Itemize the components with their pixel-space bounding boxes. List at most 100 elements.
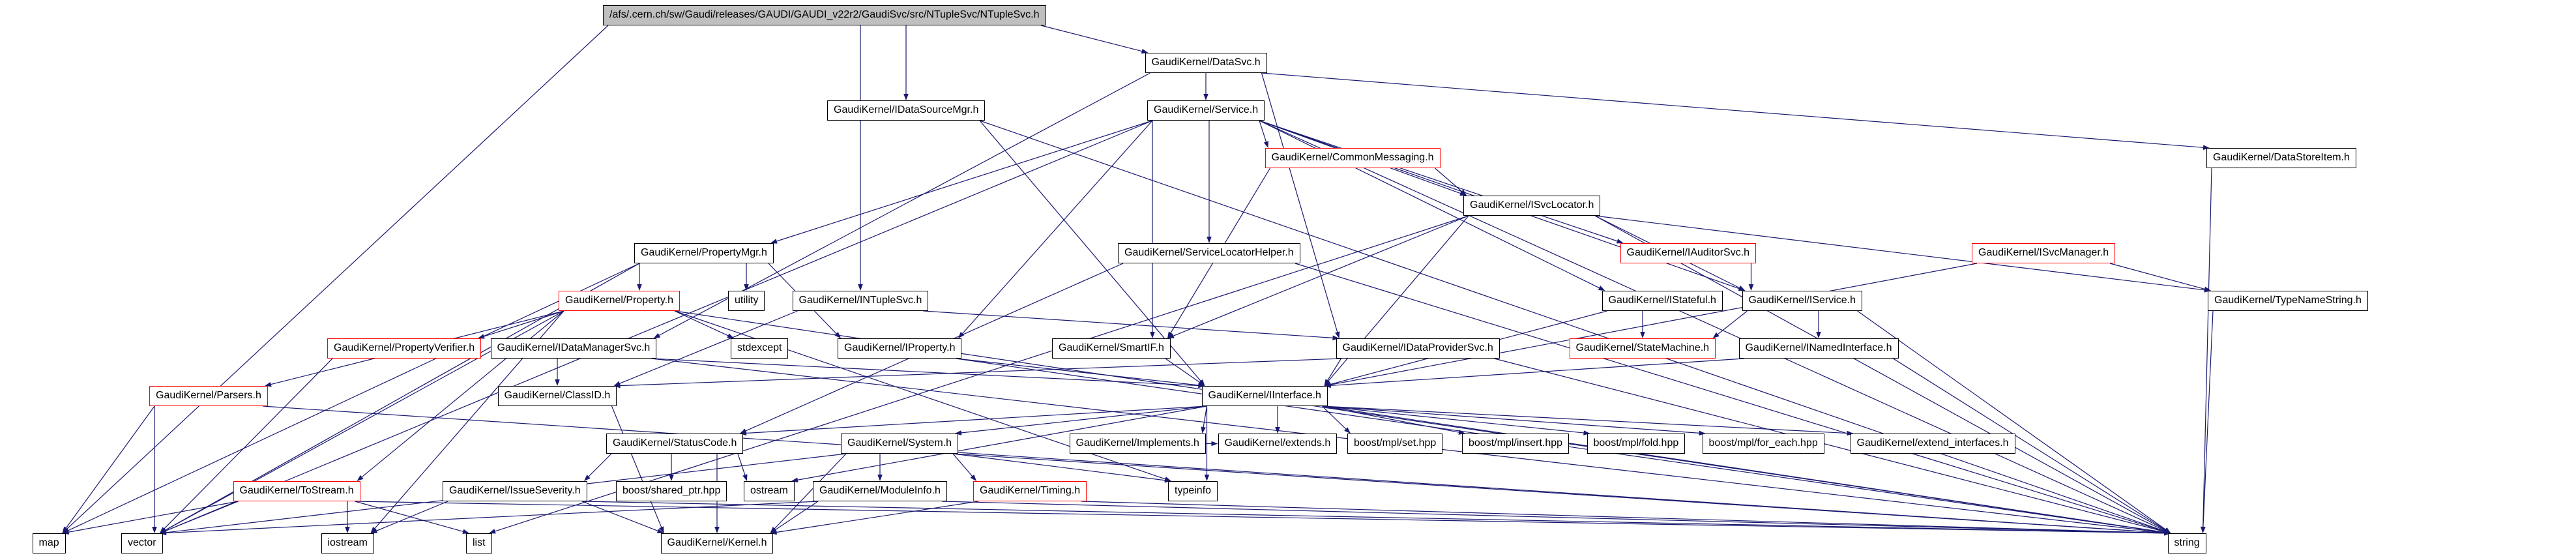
graph-node-idataprovidersvc[interactable]: GaudiKernel/IDataProviderSvc.h: [1336, 338, 1500, 359]
graph-edge-arrowhead: [1211, 441, 1218, 447]
graph-node-idatamanagersvc[interactable]: GaudiKernel/IDataManagerSvc.h: [490, 338, 657, 359]
graph-edge-arrowhead: [659, 526, 664, 533]
graph-edge-arrowhead: [1324, 383, 1331, 389]
graph-edge-arrowhead: [770, 239, 778, 244]
graph-edge: [1322, 405, 1700, 434]
graph-node-intuplesvc[interactable]: GaudiKernel/INTupleSvc.h: [792, 291, 929, 311]
graph-node-iservice[interactable]: GaudiKernel/IService.h: [1742, 291, 1863, 311]
graph-edge-arrowhead: [160, 528, 167, 533]
graph-edge-arrowhead: [744, 284, 749, 291]
graph-edge: [1330, 358, 1744, 387]
graph-edge-arrowhead: [653, 332, 661, 338]
graph-edge-arrowhead: [152, 527, 157, 533]
graph-edge-arrowhead: [1847, 430, 1854, 436]
graph-node-ostream[interactable]: ostream: [744, 481, 795, 501]
graph-node-iinterface[interactable]: GaudiKernel/IInterface.h: [1201, 386, 1328, 406]
graph-edge-arrowhead: [1598, 286, 1605, 291]
graph-edge-arrowhead: [1324, 379, 1330, 386]
graph-node-service[interactable]: GaudiKernel/Service.h: [1147, 100, 1265, 121]
graph-edge: [1717, 310, 1748, 335]
graph-node-iproperty[interactable]: GaudiKernel/IProperty.h: [838, 338, 962, 359]
graph-node-utility[interactable]: utility: [728, 291, 765, 311]
graph-node-datasvc[interactable]: GaudiKernel/DataSvc.h: [1145, 53, 1267, 73]
graph-edge-arrowhead: [555, 379, 560, 386]
graph-edge: [952, 453, 2165, 534]
graph-node-mplfold[interactable]: boost/mpl/fold.hpp: [1587, 434, 1686, 454]
graph-node-servicelocatorhelper[interactable]: GaudiKernel/ServiceLocatorHelper.h: [1118, 243, 1300, 263]
graph-edge-arrowhead: [1335, 331, 1340, 338]
graph-edge-arrowhead: [1150, 332, 1155, 338]
graph-node-istateful[interactable]: GaudiKernel/IStateful.h: [1602, 291, 1723, 311]
graph-node-mplforeach[interactable]: boost/mpl/for_each.hpp: [1702, 434, 1824, 454]
graph-node-inamedinterface[interactable]: GaudiKernel/INamedInterface.h: [1738, 338, 1899, 359]
graph-node-tostream[interactable]: GaudiKernel/ToStream.h: [233, 481, 360, 501]
graph-edge: [1040, 25, 1143, 52]
graph-node-classid[interactable]: GaudiKernel/ClassID.h: [497, 386, 617, 406]
graph-edge-arrowhead: [1275, 427, 1280, 434]
graph-edge-arrowhead: [970, 474, 976, 481]
graph-edge: [1893, 358, 2167, 531]
graph-node-isvcmanager[interactable]: GaudiKernel/ISvcManager.h: [1972, 243, 2116, 263]
graph-edge-arrowhead: [1748, 284, 1754, 291]
graph-node-property[interactable]: GaudiKernel/Property.h: [559, 291, 681, 311]
graph-edge: [1326, 358, 1342, 381]
graph-node-map[interactable]: map: [32, 533, 66, 553]
graph-edge-arrowhead: [1207, 237, 1212, 243]
graph-edge-arrowhead: [1712, 332, 1720, 338]
graph-node-extendinterfaces[interactable]: GaudiKernel/extend_interfaces.h: [1850, 434, 2015, 454]
graph-node-parsers[interactable]: GaudiKernel/Parsers.h: [149, 386, 268, 406]
graph-node-statuscode[interactable]: GaudiKernel/StatusCode.h: [606, 434, 744, 454]
graph-edge: [165, 501, 239, 532]
graph-node-statemachine[interactable]: GaudiKernel/StateMachine.h: [1569, 338, 1716, 359]
graph-node-commonmessaging[interactable]: GaudiKernel/CommonMessaging.h: [1265, 148, 1441, 168]
graph-node-mplinsert[interactable]: boost/mpl/insert.hpp: [1462, 434, 1570, 454]
graph-edge-arrowhead: [1164, 477, 1171, 483]
graph-edge-arrowhead: [1583, 430, 1590, 435]
graph-edge: [737, 453, 746, 476]
graph-node-issueseverity[interactable]: GaudiKernel/IssueSeverity.h: [443, 481, 587, 501]
graph-node-isvclocator[interactable]: GaudiKernel/ISvcLocator.h: [1463, 196, 1601, 216]
graph-edge: [611, 405, 662, 528]
graph-node-kernel[interactable]: GaudiKernel/Kernel.h: [660, 533, 774, 553]
graph-edge-arrowhead: [1816, 332, 1821, 338]
graph-edge: [776, 501, 979, 533]
graph-edge: [1259, 120, 1618, 242]
graph-node-implements[interactable]: GaudiKernel/Implements.h: [1069, 434, 1206, 454]
graph-node-idatasourcemgr[interactable]: GaudiKernel/IDataSourceMgr.h: [827, 100, 986, 121]
graph-edge: [2109, 263, 2206, 290]
graph-node-extends[interactable]: GaudiKernel/extends.h: [1218, 434, 1338, 454]
graph-node-timing[interactable]: GaudiKernel/Timing.h: [973, 481, 1087, 501]
graph-edge: [745, 405, 1207, 434]
graph-edge-arrowhead: [1699, 430, 1706, 436]
graph-node-moduleinfo[interactable]: GaudiKernel/ModuleInfo.h: [813, 481, 947, 501]
graph-node-smartif[interactable]: GaudiKernel/SmartIF.h: [1052, 338, 1171, 359]
graph-node-system[interactable]: GaudiKernel/System.h: [841, 434, 959, 454]
graph-node-iauditorsvc[interactable]: GaudiKernel/IAuditorSvc.h: [1620, 243, 1757, 263]
graph-edge: [952, 453, 1166, 481]
graph-node-datastoreitem[interactable]: GaudiKernel/DataStoreItem.h: [2206, 148, 2356, 168]
graph-node-typenamestring[interactable]: GaudiKernel/TypeNameString.h: [2208, 291, 2368, 311]
graph-node-propertymgr[interactable]: GaudiKernel/PropertyMgr.h: [634, 243, 774, 263]
graph-node-stdexcept[interactable]: stdexcept: [731, 338, 789, 359]
graph-node-iostream[interactable]: iostream: [321, 533, 374, 553]
graph-node-string[interactable]: string: [2167, 533, 2206, 553]
graph-node-vector[interactable]: vector: [121, 533, 163, 553]
graph-edge-arrowhead: [1203, 94, 1208, 100]
graph-edge: [375, 501, 448, 532]
graph-node-sharedptr[interactable]: boost/shared_ptr.hpp: [616, 481, 727, 501]
graph-node-propertyverifier[interactable]: GaudiKernel/PropertyVerifier.h: [327, 338, 482, 359]
graph-node-list[interactable]: list: [466, 533, 492, 553]
graph-edge-arrowhead: [714, 527, 720, 533]
graph-edge: [163, 358, 333, 530]
graph-edge: [1261, 72, 1338, 333]
graph-edge-arrowhead: [1141, 48, 1149, 54]
graph-edge-arrowhead: [903, 94, 909, 100]
graph-node-typeinfo[interactable]: typeinfo: [1168, 481, 1218, 501]
graph-edge: [923, 310, 1334, 339]
graph-edge-arrowhead: [370, 526, 377, 533]
graph-edge: [165, 501, 819, 534]
graph-node-mplset[interactable]: boost/mpl/set.hpp: [1347, 434, 1443, 454]
graph-edge: [619, 358, 1341, 387]
graph-edge-arrowhead: [1344, 427, 1351, 434]
